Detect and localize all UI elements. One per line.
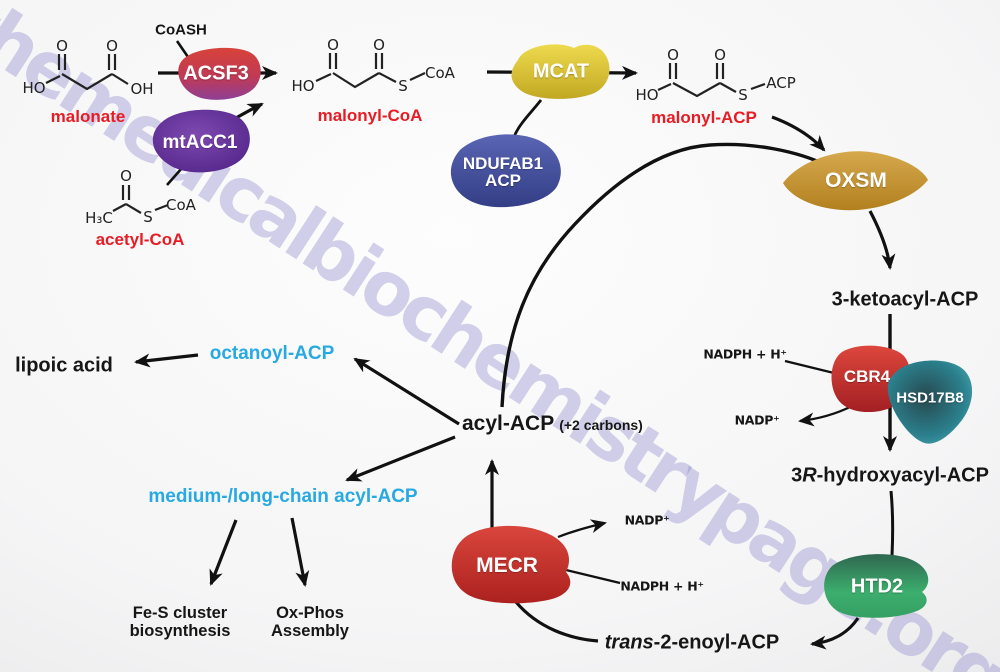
arrow-octanoyl-to-lipoic <box>134 353 199 368</box>
acetylcoa-to-mtacc1-line <box>166 167 183 186</box>
malonylacp-s: S <box>738 86 748 104</box>
enzyme-blob-oxsm <box>783 151 928 211</box>
malonylcoa-o1: O <box>327 36 339 54</box>
arrow-htd2-to-enoyl <box>810 617 860 650</box>
ndufab1-to-mcat-line <box>512 99 543 138</box>
acetyl-s: S <box>143 208 153 226</box>
acetyl-o: O <box>120 167 132 185</box>
malonylacp-ho: HO <box>635 86 658 104</box>
arc-acylacp-to-oxsm <box>500 142 829 408</box>
malonylcoa-group: CoA <box>425 64 456 82</box>
malonylacp-group: ACP <box>766 74 796 92</box>
malonylacp-o2: O <box>714 46 726 64</box>
arrow-oxsm-to-ketoacyl <box>868 210 896 270</box>
molecule-malonyl-coa <box>315 53 426 89</box>
enzyme-blob-mtacc1 <box>152 109 250 173</box>
malonate-o1: O <box>56 37 68 55</box>
enzyme-blob-hsd17b8 <box>887 360 973 444</box>
arrow-malonylacp-to-oxsm <box>771 115 826 152</box>
arrow-nadp-top <box>798 405 853 427</box>
enzyme-blob-mcat <box>511 44 610 99</box>
malonylcoa-ho: HO <box>291 77 314 95</box>
coash-line <box>175 40 190 58</box>
mecr-nadph-in-line <box>565 568 621 585</box>
molecule-malonate <box>45 54 129 91</box>
malonate-ho: HO <box>22 79 45 97</box>
malonate-oh: OH <box>130 80 153 98</box>
hydroxyacyl-to-htd2-line <box>889 490 895 557</box>
malonylacp-o1: O <box>667 46 679 64</box>
molecule-acetyl-coa <box>112 185 169 214</box>
malonylcoa-o2: O <box>373 36 385 54</box>
enzyme-blob-ndufab1 <box>450 134 561 208</box>
enzyme-blob-mecr <box>451 525 571 604</box>
nadph-top-line <box>784 359 839 376</box>
malonate-o2: O <box>106 37 118 55</box>
arrow-mecr-nadp-out <box>557 519 607 539</box>
arrow-mediumlong-to-oxphos <box>290 517 310 587</box>
arrow-acylacp-to-mediumlong <box>345 435 456 482</box>
malonylcoa-s: S <box>398 77 408 95</box>
molecule-malonyl-acp <box>657 63 766 98</box>
arrow-acylacp-to-octanoyl <box>353 357 460 426</box>
enzyme-blob-acsf3 <box>178 47 261 100</box>
acetyl-coa-group: CoA <box>166 196 197 214</box>
acetyl-h3c: H₃C <box>85 209 113 227</box>
arrow-mediumlong-to-fes <box>209 519 238 586</box>
enzyme-blob-htd2 <box>824 554 929 618</box>
